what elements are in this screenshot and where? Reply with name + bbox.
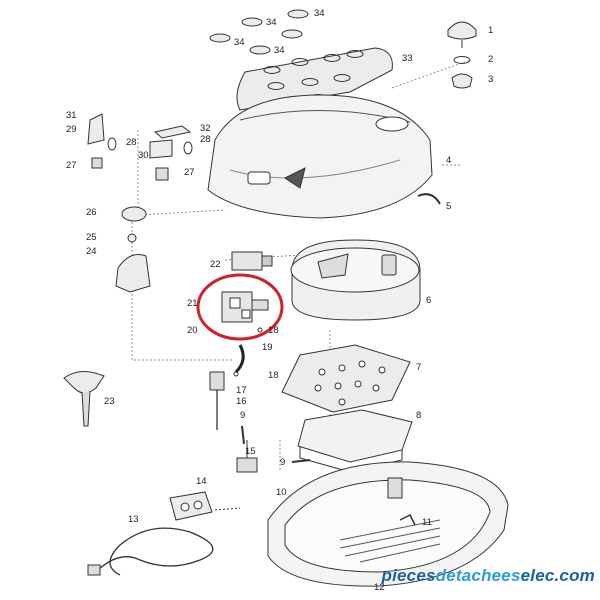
funnel-23 — [63, 371, 105, 427]
part-label-p27b: 27 — [184, 167, 195, 178]
part-label-p15: 15 — [245, 446, 256, 457]
part-label-p33: 33 — [402, 53, 413, 64]
part-label-p5: 5 — [446, 201, 451, 212]
switch-14 — [169, 491, 241, 521]
part-label-p34c: 34 — [234, 37, 245, 48]
part-label-p21: 21 — [187, 298, 198, 309]
part-label-p16: 16 — [236, 396, 247, 407]
part-label-p26: 26 — [86, 207, 97, 218]
part-label-p1: 1 — [488, 25, 493, 36]
thermostat-15 — [236, 440, 258, 473]
part-labels: 1234567899101112131415161718181920212223… — [66, 8, 493, 593]
part-label-p24: 24 — [86, 246, 97, 257]
washer-25 — [127, 233, 137, 243]
part-label-p13: 13 — [128, 514, 139, 525]
part-label-p18b: 18 — [268, 370, 279, 381]
knob-26 — [121, 206, 147, 222]
upper-housing-4 — [207, 94, 433, 219]
part-label-p29: 29 — [66, 124, 77, 135]
highlight-circle — [196, 273, 284, 341]
watermark: piecesdetacheeselec.com — [305, 566, 595, 586]
part-label-p7: 7 — [416, 362, 421, 373]
part-label-p6: 6 — [426, 295, 431, 306]
small-parts-left — [87, 113, 193, 181]
part-label-p11: 11 — [422, 517, 432, 528]
part-label-p4: 4 — [446, 155, 451, 166]
part-label-p19: 19 — [262, 342, 273, 353]
watermark-prefix: pieces — [381, 566, 436, 585]
knob-34-group — [209, 9, 309, 55]
pin-9-group — [241, 425, 311, 463]
ring-2 — [453, 56, 471, 64]
part-label-p9b: 9 — [280, 457, 285, 468]
part-label-p34d: 34 — [274, 45, 285, 56]
base-10 — [267, 461, 509, 587]
boiler-6 — [290, 239, 421, 321]
part-label-p34a: 34 — [266, 17, 277, 28]
part-label-p20: 20 — [187, 325, 198, 336]
part-label-p9a: 9 — [240, 410, 245, 421]
part-label-p23: 23 — [104, 396, 115, 407]
watermark-middle: detachees — [435, 566, 521, 585]
part-label-p2: 2 — [488, 54, 493, 65]
part-label-p27a: 27 — [66, 160, 77, 171]
clip-5 — [417, 193, 441, 205]
part-label-p17: 17 — [236, 385, 247, 396]
valve-assembly — [209, 327, 263, 430]
part-label-p25: 25 — [86, 232, 97, 243]
part-label-p28b: 28 — [200, 134, 211, 145]
part-label-p14: 14 — [196, 476, 207, 487]
grommet-3 — [451, 73, 473, 89]
power-cord-13 — [97, 527, 214, 576]
part-label-p8: 8 — [416, 410, 421, 421]
part-label-p28a: 28 — [126, 137, 137, 148]
part-label-p34b: 34 — [314, 8, 325, 19]
clip-11 — [399, 513, 416, 526]
tank-cap-24 — [115, 254, 151, 293]
part-label-p30: 30 — [138, 150, 149, 161]
heating-plate-8 — [297, 409, 413, 463]
part-label-p22: 22 — [210, 259, 221, 270]
solenoid-21 — [221, 291, 269, 323]
watermark-suffix: elec.com — [520, 566, 595, 585]
part-label-p18a: 18 — [268, 325, 279, 336]
part-label-p12: 12 — [374, 582, 385, 593]
plate-7 — [281, 344, 411, 413]
pump-22 — [231, 251, 273, 271]
part-label-p3: 3 — [488, 74, 493, 85]
part-label-p10: 10 — [276, 487, 287, 498]
part-label-p32: 32 — [200, 123, 211, 134]
cap-1 — [447, 21, 477, 48]
part-label-p31: 31 — [66, 110, 77, 121]
